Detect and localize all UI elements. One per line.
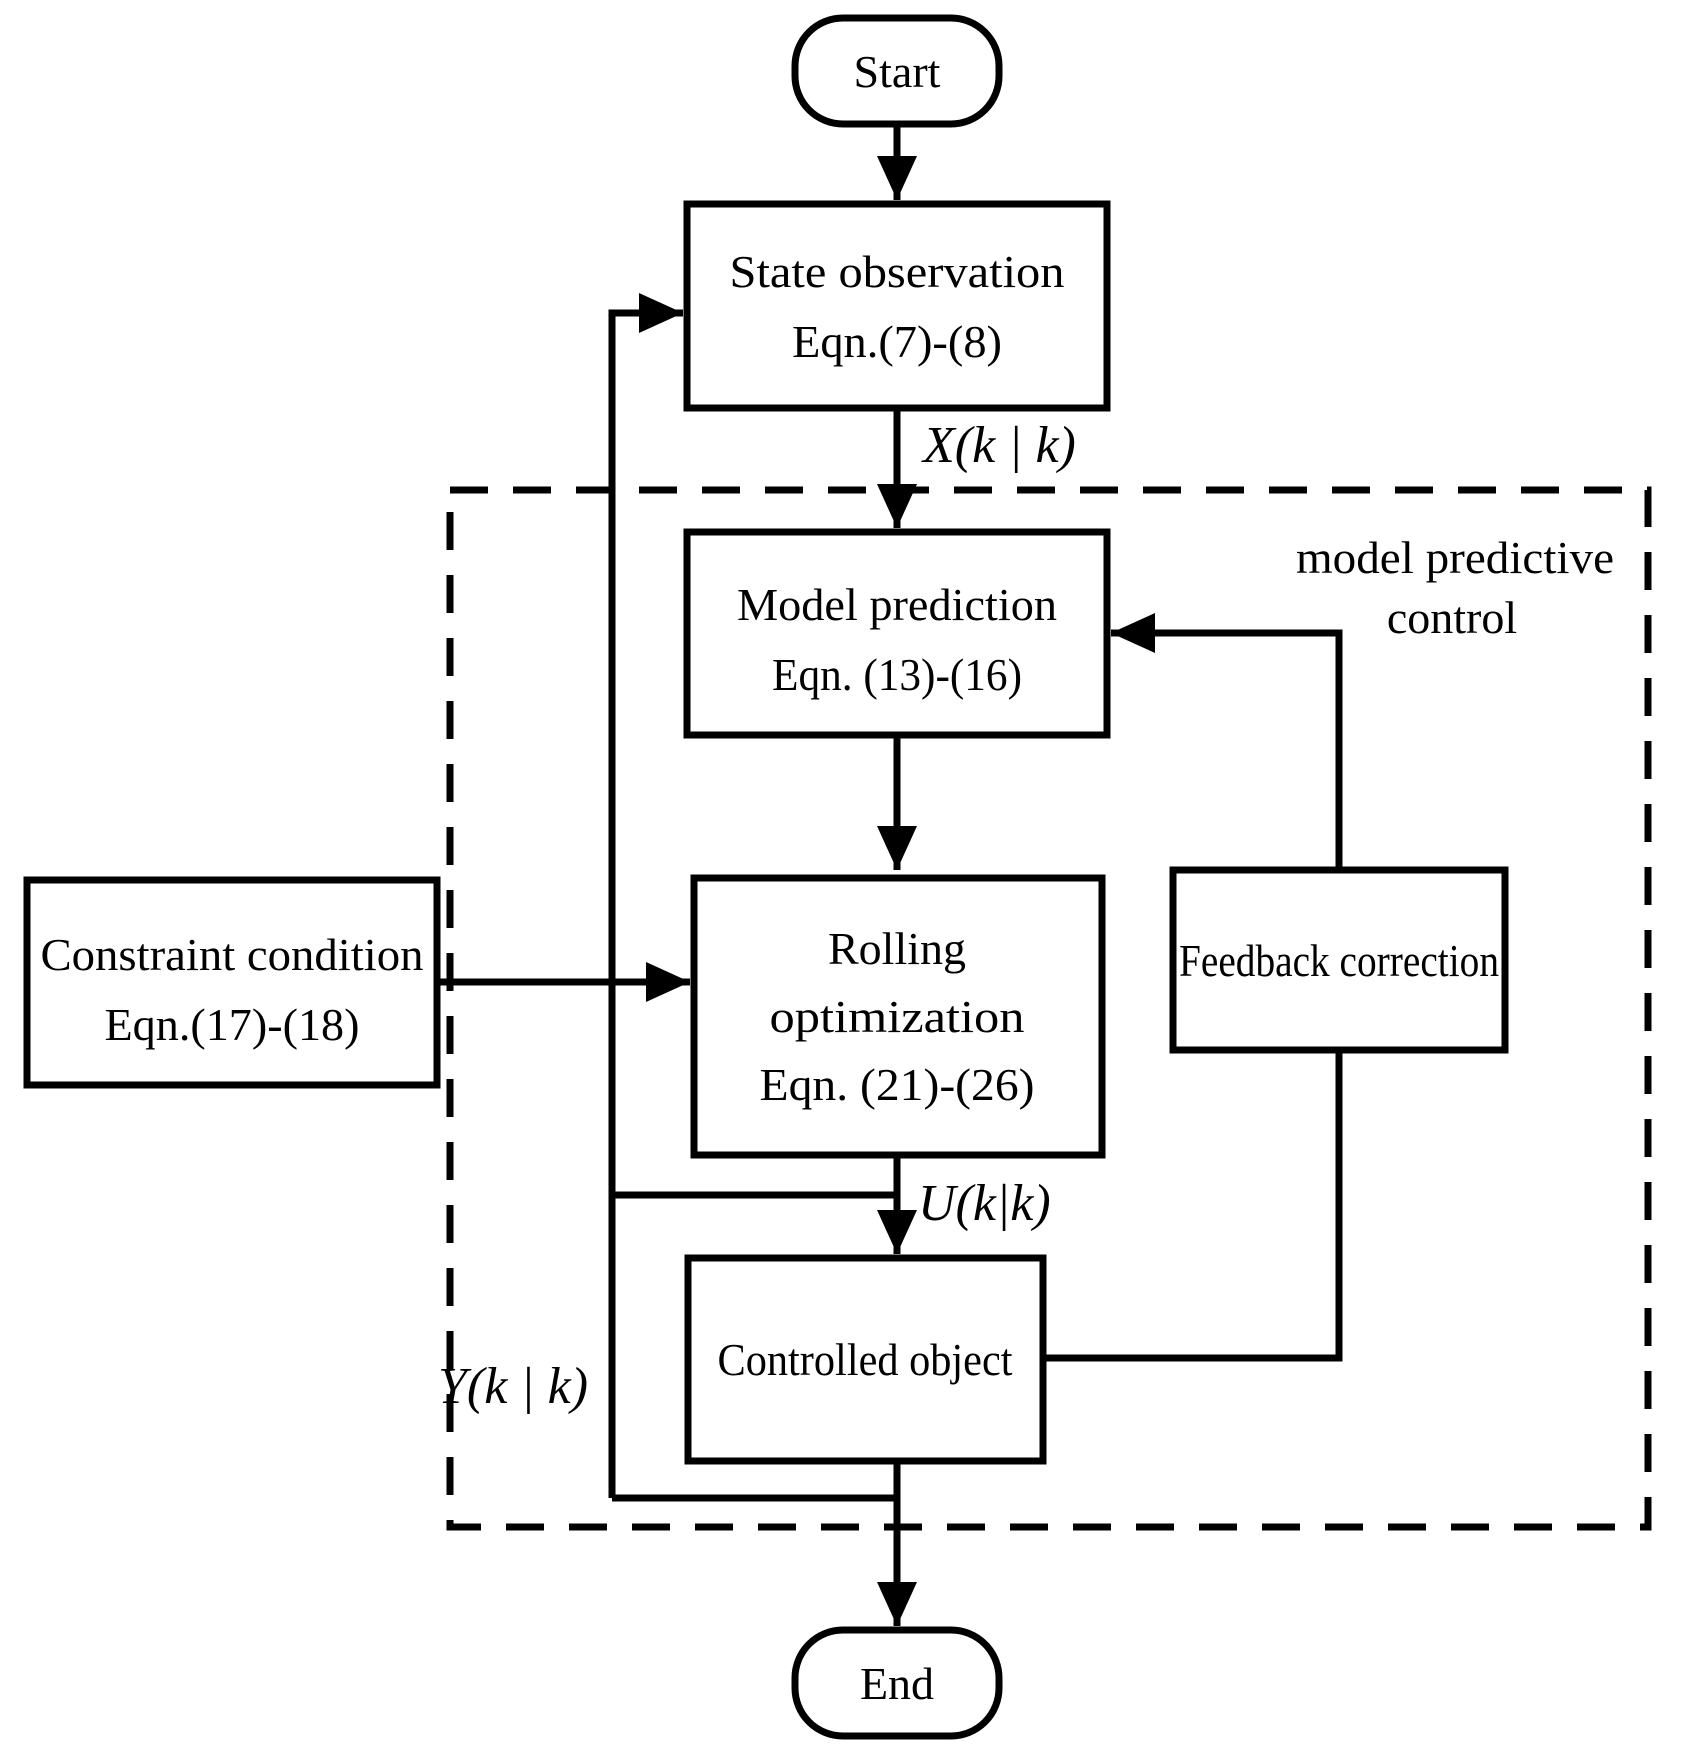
feedback-correction-node [1169, 866, 1509, 1054]
rolling-optimization-label-line3: Eqn. (21)-(26) [760, 1059, 1035, 1110]
mpc-region-label-line2: control [1387, 592, 1517, 643]
start-label: Start [854, 46, 941, 97]
end-node [791, 1626, 1003, 1740]
feedback-correction-label: Feedback correction [1179, 935, 1499, 986]
model-prediction-node [683, 528, 1111, 739]
end-label: End [860, 1658, 934, 1709]
state-observation-label-line1: State observation [730, 246, 1065, 297]
controlled-object-node [684, 1254, 1047, 1465]
mpc-region-label-line1: model predictive [1296, 532, 1614, 583]
model-prediction-label-line1: Model prediction [737, 579, 1057, 630]
constraint-condition-node [23, 876, 441, 1089]
constraint-condition-label-line1: Constraint condition [41, 929, 424, 980]
signal-label-control-input-ukk: U(k|k) [918, 1175, 1051, 1232]
constraint-condition-label-line2: Eqn.(17)-(18) [105, 999, 360, 1050]
state-observation-label-line2: Eqn.(7)-(8) [792, 316, 1002, 367]
mpc-region-dashed-border [446, 486, 1652, 1531]
controlled-object-label: Controlled object [718, 1334, 1013, 1385]
state-observation-node [683, 200, 1111, 412]
rolling-optimization-label-line2: optimization [770, 991, 1025, 1042]
start-node [791, 14, 1003, 128]
rolling-optimization-label-line1: Rolling [828, 923, 966, 974]
signal-label-output-ykk: Y(k | k) [438, 1358, 588, 1415]
rolling-optimization-node [690, 874, 1106, 1159]
edge-output-feedback-to-state-observation [608, 293, 683, 1498]
signal-label-state-xkk: X(k | k) [921, 417, 1076, 474]
model-prediction-label-line2: Eqn. (13)-(16) [772, 649, 1022, 700]
